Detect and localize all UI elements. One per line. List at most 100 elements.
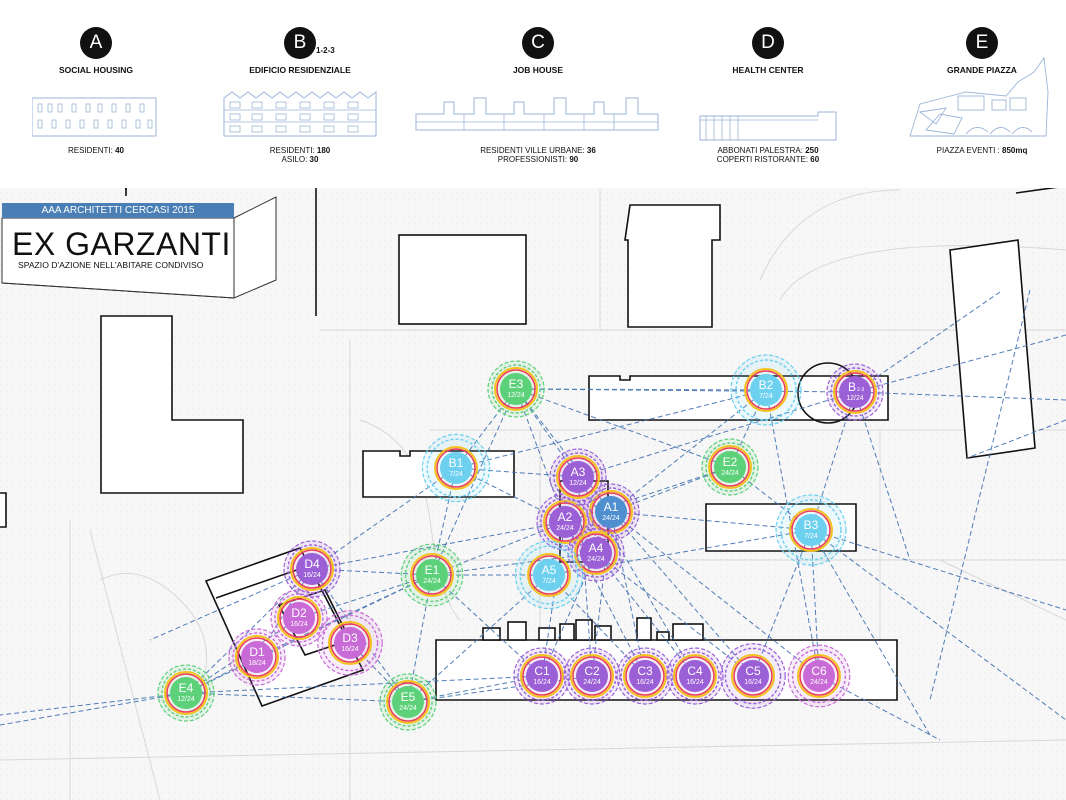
site-plan-map: A124/24A224/24A312/24A424/24A57/24B17/24…: [0, 188, 1066, 800]
building-edge: [1015, 188, 1058, 194]
node-core: [714, 451, 746, 483]
node-occupancy-value: 12/24: [846, 395, 864, 402]
node-core: [334, 627, 366, 659]
connection-line: [407, 675, 543, 703]
stat-value: 850mq: [1002, 146, 1028, 155]
connection-line: [810, 529, 1066, 611]
c-roof-volume: [507, 621, 527, 641]
node-b1[interactable]: B17/24: [421, 433, 491, 503]
node-ring: [567, 651, 617, 701]
stat-label: RESIDENTI:: [269, 146, 317, 155]
node-ring: [527, 553, 571, 597]
connection-line: [810, 529, 820, 677]
node-core: [392, 686, 424, 718]
node-ring: [746, 370, 786, 410]
node-occupancy-value: 12/24: [177, 696, 195, 703]
node-core: [629, 660, 661, 692]
job-house-elevation-drawing: [415, 97, 659, 131]
legend-stats: PIAZZA EVENTI : 850mq: [882, 146, 1066, 155]
node-ring: [287, 544, 337, 594]
node-ring: [724, 647, 782, 705]
node-occupancy-value: 24/24: [423, 578, 441, 585]
node-ring: [522, 656, 562, 696]
connection-line: [854, 391, 911, 561]
c-roof-volume: [636, 617, 652, 641]
node-occupancy-value: 24/24: [721, 470, 739, 477]
node-ring: [277, 596, 321, 640]
node-id-label: C6: [811, 664, 827, 678]
node-id-label: C3: [637, 664, 653, 678]
node-ring: [383, 677, 433, 727]
stat-value: 60: [810, 155, 820, 164]
node-core: [750, 374, 782, 406]
node-core: [839, 376, 871, 408]
node-ring: [556, 455, 600, 499]
node-core: [241, 641, 273, 673]
node-ring: [237, 637, 277, 677]
node-id-label: A4: [589, 541, 604, 555]
node-b3[interactable]: B37/24: [775, 494, 847, 566]
node-b2[interactable]: B27/24: [730, 354, 802, 426]
node-ring: [491, 364, 541, 414]
node-ring: [571, 528, 621, 578]
connection-line: [818, 675, 941, 741]
node-ring: [328, 621, 372, 665]
node-a5[interactable]: A57/24: [514, 540, 584, 610]
connection-line: [577, 476, 696, 677]
node-id-label: C5: [745, 664, 761, 678]
node-id-label: B3: [804, 518, 819, 532]
stat-value: 30: [309, 155, 319, 164]
connection-line: [515, 388, 731, 468]
node-ring: [733, 656, 773, 696]
node-ring: [529, 555, 569, 595]
legend-stats: RESIDENTI VILLE URBANE: 36 PROFESSIONIST…: [438, 146, 638, 164]
node-ring: [410, 553, 454, 597]
node-ring: [553, 452, 603, 502]
node-ring: [517, 651, 567, 701]
connection-line: [595, 552, 696, 677]
node-ring: [789, 508, 833, 552]
stat-value: 250: [805, 146, 819, 155]
stat-label: ABBONATI PALESTRA:: [717, 146, 806, 155]
node-ring: [791, 510, 831, 550]
node-ring: [520, 654, 564, 698]
connection-line: [311, 467, 457, 570]
connection-line: [610, 389, 767, 513]
node-ring: [543, 500, 587, 544]
stat-label: RESIDENTI VILLE URBANE:: [480, 146, 587, 155]
node-ring: [161, 668, 211, 718]
node-ring: [558, 457, 598, 497]
node-ring: [164, 671, 208, 715]
node-id-label: E4: [179, 681, 194, 695]
node-id-label: D4: [304, 557, 320, 571]
node-ring: [708, 445, 752, 489]
connection-line: [810, 529, 1066, 721]
node-core: [170, 677, 202, 709]
legend-health-center: D HEALTH CENTER ABBONATI PALESTRA: 250 C…: [668, 0, 868, 188]
node-ring: [434, 446, 478, 490]
social-housing-elevation-drawing: [32, 97, 157, 137]
building-block: [624, 204, 721, 328]
node-occupancy-value: 16/24: [636, 679, 654, 686]
title-band: AAA ARCHITETTI CERCASI 2015: [2, 203, 234, 218]
legend-letter-badge: B: [284, 27, 316, 59]
node-id-label: D1: [249, 645, 265, 659]
